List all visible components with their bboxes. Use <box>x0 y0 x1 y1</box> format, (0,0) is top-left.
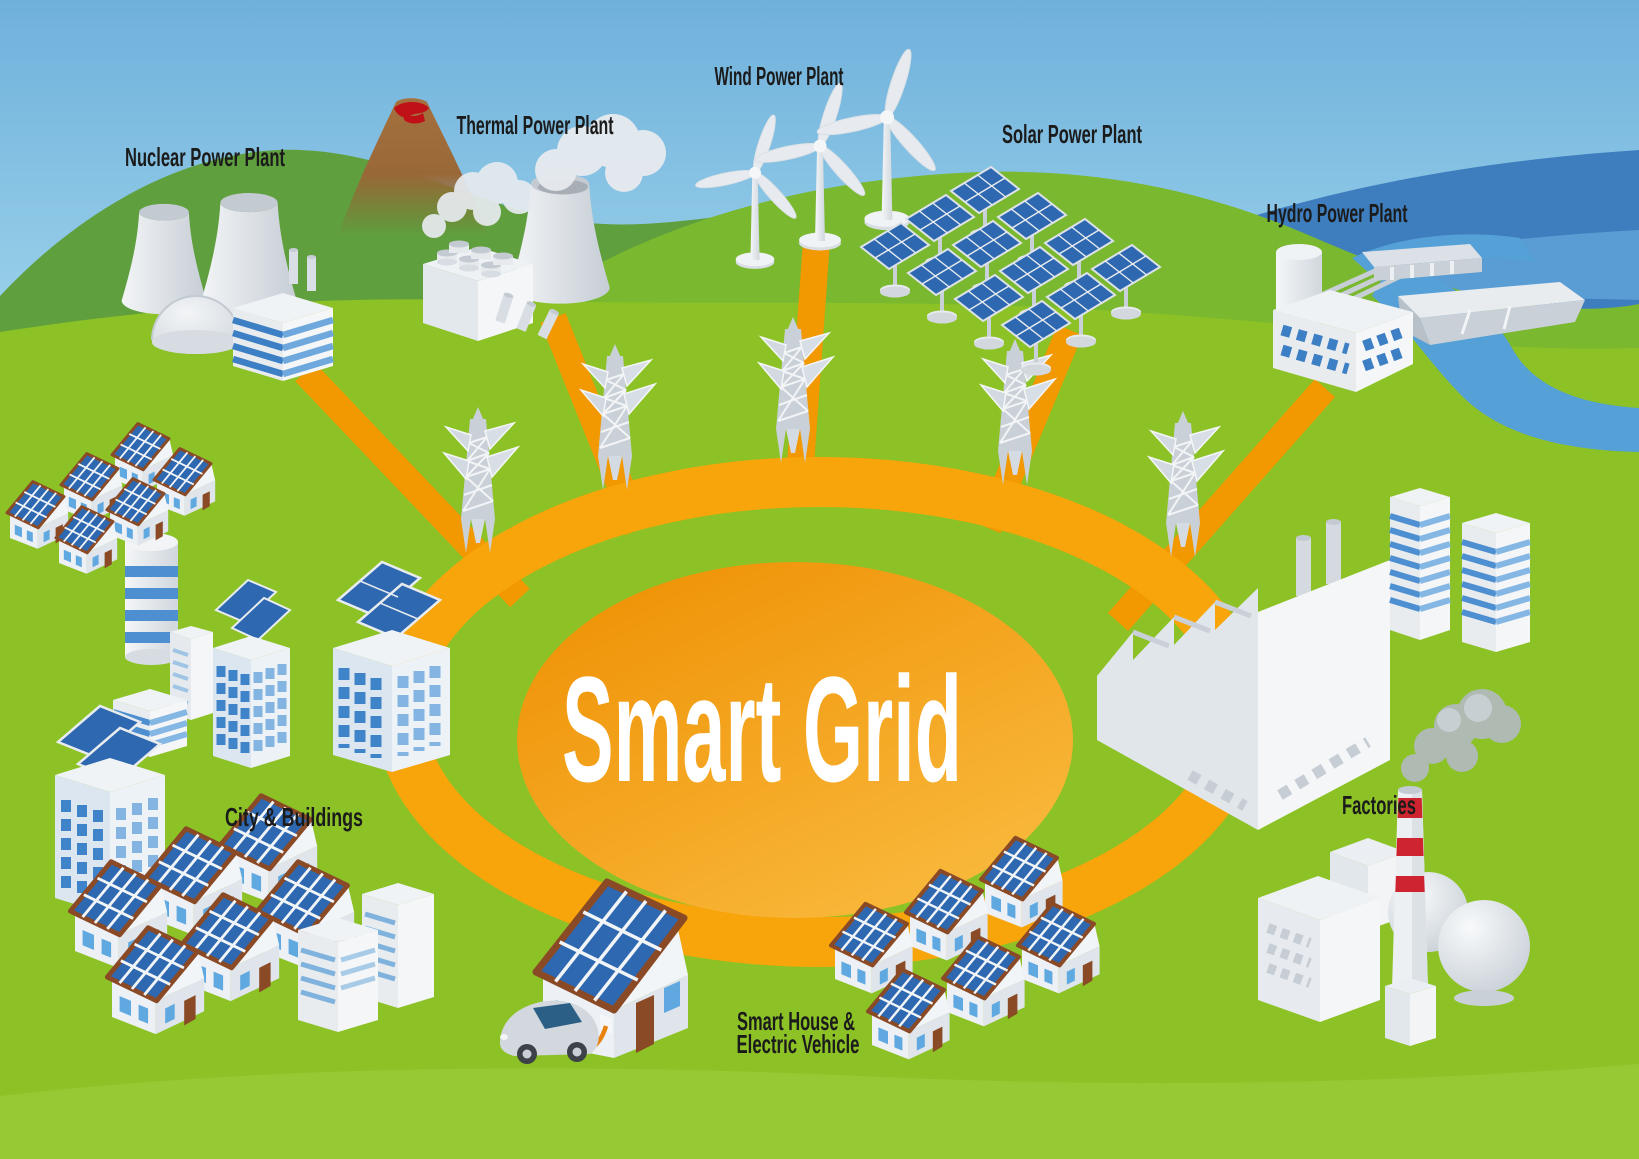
nuclear-power-plant <box>121 193 334 381</box>
smart-grid-ellipse <box>517 562 1073 918</box>
ev-car-icon <box>500 1000 599 1064</box>
label-hydro: Hydro Power Plant <box>1267 198 1408 228</box>
dam-icon <box>1398 282 1585 345</box>
office-slab-pair <box>298 883 434 1032</box>
rooftop-solar-tower <box>333 560 450 772</box>
upper-dam <box>1362 244 1482 281</box>
labels: Nuclear Power Plant Thermal Power Plant … <box>125 61 1416 1059</box>
label-nuclear: Nuclear Power Plant <box>125 142 285 172</box>
smart-house-and-ev <box>500 878 688 1064</box>
smoke-icon <box>1401 689 1521 782</box>
office-building-icon <box>1461 513 1531 652</box>
thermal-power-plant <box>422 114 666 341</box>
powerhouse-building <box>1273 290 1413 392</box>
label-smart-house-line2: Electric Vehicle <box>737 1029 860 1059</box>
factories <box>1097 488 1531 1046</box>
foreground-band <box>0 1064 1639 1159</box>
striped-cylinder-tower <box>125 533 178 665</box>
label-factories: Factories <box>1342 790 1416 820</box>
residential-district <box>55 704 434 1034</box>
office-building-icon <box>1389 488 1451 640</box>
rooftop-solar-tower <box>213 578 292 768</box>
label-city: City & Buildings <box>225 802 363 832</box>
boiler-vents <box>437 240 513 278</box>
factory-main-building <box>1258 876 1380 1022</box>
page-title: Smart Grid <box>562 645 962 813</box>
label-thermal: Thermal Power Plant <box>457 110 614 140</box>
steam-icon <box>422 162 536 238</box>
label-solar: Solar Power Plant <box>1002 119 1142 149</box>
plant-chimneys <box>289 248 316 291</box>
hydro-power-plant <box>1273 244 1585 392</box>
nuclear-admin-building <box>232 293 334 381</box>
label-smart-house-line1: Smart House & <box>737 1006 855 1036</box>
steam-icon <box>535 114 666 192</box>
chimney-factory <box>1258 689 1530 1046</box>
leaning-chimneys <box>495 292 559 340</box>
factory-icon <box>1097 519 1390 830</box>
city-and-buildings <box>112 533 450 772</box>
gas-tank-icon <box>1438 900 1530 992</box>
striped-chimney-icon <box>1392 786 1428 988</box>
chimney-base <box>1385 978 1436 1046</box>
label-wind: Wind Power Plant <box>715 61 844 91</box>
